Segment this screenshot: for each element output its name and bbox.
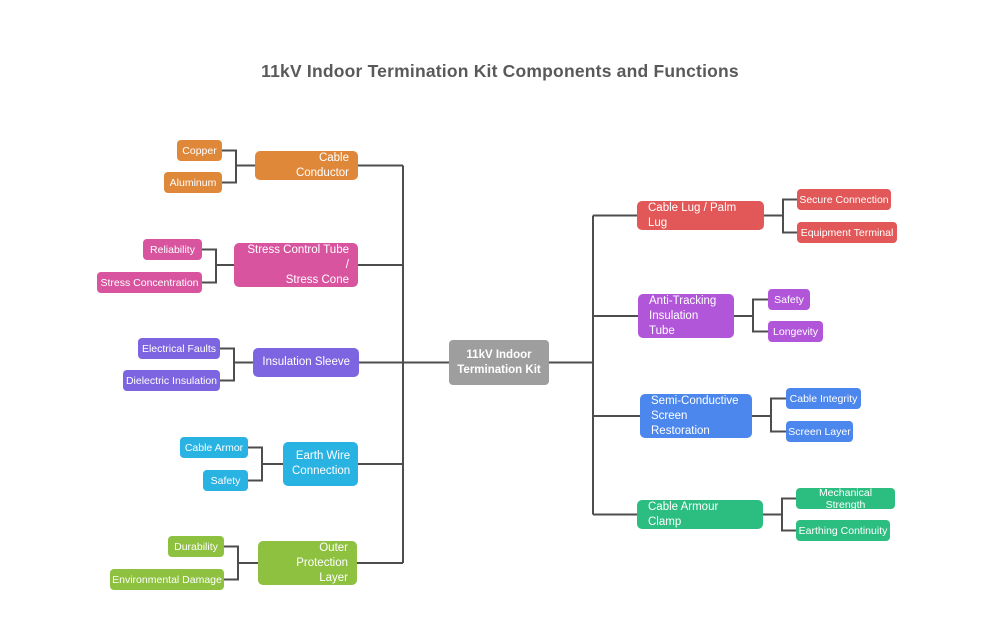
branch-label: Cable Lug / Palm Lug xyxy=(648,201,737,229)
leaf-node-longevity: Longevity xyxy=(768,321,823,342)
branch-label: Insulation Sleeve xyxy=(262,356,350,368)
leaf-node-secure-connection: Secure Connection xyxy=(797,189,891,210)
branch-label: Cable Conductor xyxy=(295,151,349,179)
leaf-node-electrical-faults: Electrical Faults xyxy=(138,338,220,359)
connector-path xyxy=(202,248,217,284)
leaf-label: Safety xyxy=(210,474,241,487)
leaf-label: Stress Concentration xyxy=(100,276,199,289)
leaf-label: Mechanical Strength xyxy=(818,486,873,511)
leaf-node-safety-2: Safety xyxy=(768,289,810,310)
connector-path xyxy=(782,198,797,234)
leaf-label: Aluminum xyxy=(169,176,217,189)
leaf-label: Copper xyxy=(182,144,217,157)
leaf-label: Cable Armor xyxy=(184,441,244,454)
leaf-node-earthing-continuity: Earthing Continuity xyxy=(796,520,890,541)
leaf-label: Earthing Continuity xyxy=(798,524,888,537)
branch-node-anti-tracking-insulation-tube: Anti-Tracking Insulation Tube xyxy=(638,294,734,338)
connector-path xyxy=(770,397,786,433)
connector-path xyxy=(752,298,768,333)
leaf-node-durability: Durability xyxy=(168,536,224,557)
root-node-label: 11kV Indoor Termination Kit xyxy=(457,348,541,376)
branch-node-insulation-sleeve: Insulation Sleeve xyxy=(253,348,359,377)
leaf-label: Screen Layer xyxy=(788,425,851,438)
leaf-node-environmental-damage: Environmental Damage xyxy=(110,569,224,590)
branch-label: Earth Wire Connection xyxy=(292,450,351,477)
connector-path xyxy=(224,545,239,581)
connector-path xyxy=(248,446,263,482)
leaf-label: Dielectric Insulation xyxy=(125,374,218,387)
branch-node-outer-protection-layer: Outer Protection Layer xyxy=(258,541,357,585)
branch-node-cable-conductor: Cable Conductor xyxy=(255,151,358,180)
connector-path xyxy=(222,149,237,184)
leaf-node-aluminum: Aluminum xyxy=(164,172,222,193)
connector-lines xyxy=(202,149,797,581)
leaf-label: Longevity xyxy=(773,325,818,338)
connector-path xyxy=(220,347,235,382)
connector-path xyxy=(781,497,796,532)
leaf-label: Environmental Damage xyxy=(112,573,222,586)
leaf-node-cable-integrity: Cable Integrity xyxy=(786,388,861,409)
leaf-label: Secure Connection xyxy=(799,193,889,206)
branch-label: Semi-Conductive Screen Restoration xyxy=(651,394,739,437)
branch-node-cable-armour-clamp: Cable Armour Clamp xyxy=(637,500,763,529)
leaf-node-dielectric-insulation: Dielectric Insulation xyxy=(123,370,220,391)
leaf-node-equipment-terminal: Equipment Terminal xyxy=(797,222,897,243)
branch-node-earth-wire-connection: Earth Wire Connection xyxy=(283,442,358,486)
leaf-label: Cable Integrity xyxy=(789,392,858,405)
branch-label: Anti-Tracking Insulation Tube xyxy=(649,294,717,337)
leaf-node-copper: Copper xyxy=(177,140,222,161)
leaf-label: Reliability xyxy=(150,243,195,256)
branch-label: Cable Armour Clamp xyxy=(648,500,719,528)
leaf-node-stress-concentration: Stress Concentration xyxy=(97,272,202,293)
leaf-label: Electrical Faults xyxy=(141,342,217,355)
leaf-node-reliability: Reliability xyxy=(143,239,202,260)
root-node: 11kV Indoor Termination Kit xyxy=(449,340,549,385)
leaf-label: Safety xyxy=(774,293,804,306)
branch-label: Outer Protection Layer xyxy=(296,541,348,584)
leaf-node-mechanical-strength: Mechanical Strength xyxy=(796,486,895,511)
branch-node-cable-lug-palm-lug: Cable Lug / Palm Lug xyxy=(637,201,764,230)
branch-node-semi-conductive-screen-restoration: Semi-Conductive Screen Restoration xyxy=(640,394,752,438)
leaf-node-cable-armor: Cable Armor xyxy=(180,437,248,458)
branch-label: Stress Control Tube / Stress Cone xyxy=(247,243,349,286)
leaf-label: Durability xyxy=(174,540,218,553)
branch-node-stress-control-tube: Stress Control Tube / Stress Cone xyxy=(234,243,358,287)
leaf-label: Equipment Terminal xyxy=(800,226,894,239)
diagram-title: 11kV Indoor Termination Kit Components a… xyxy=(261,61,739,81)
leaf-node-screen-layer: Screen Layer xyxy=(786,421,853,442)
leaf-node-safety: Safety xyxy=(203,470,248,491)
